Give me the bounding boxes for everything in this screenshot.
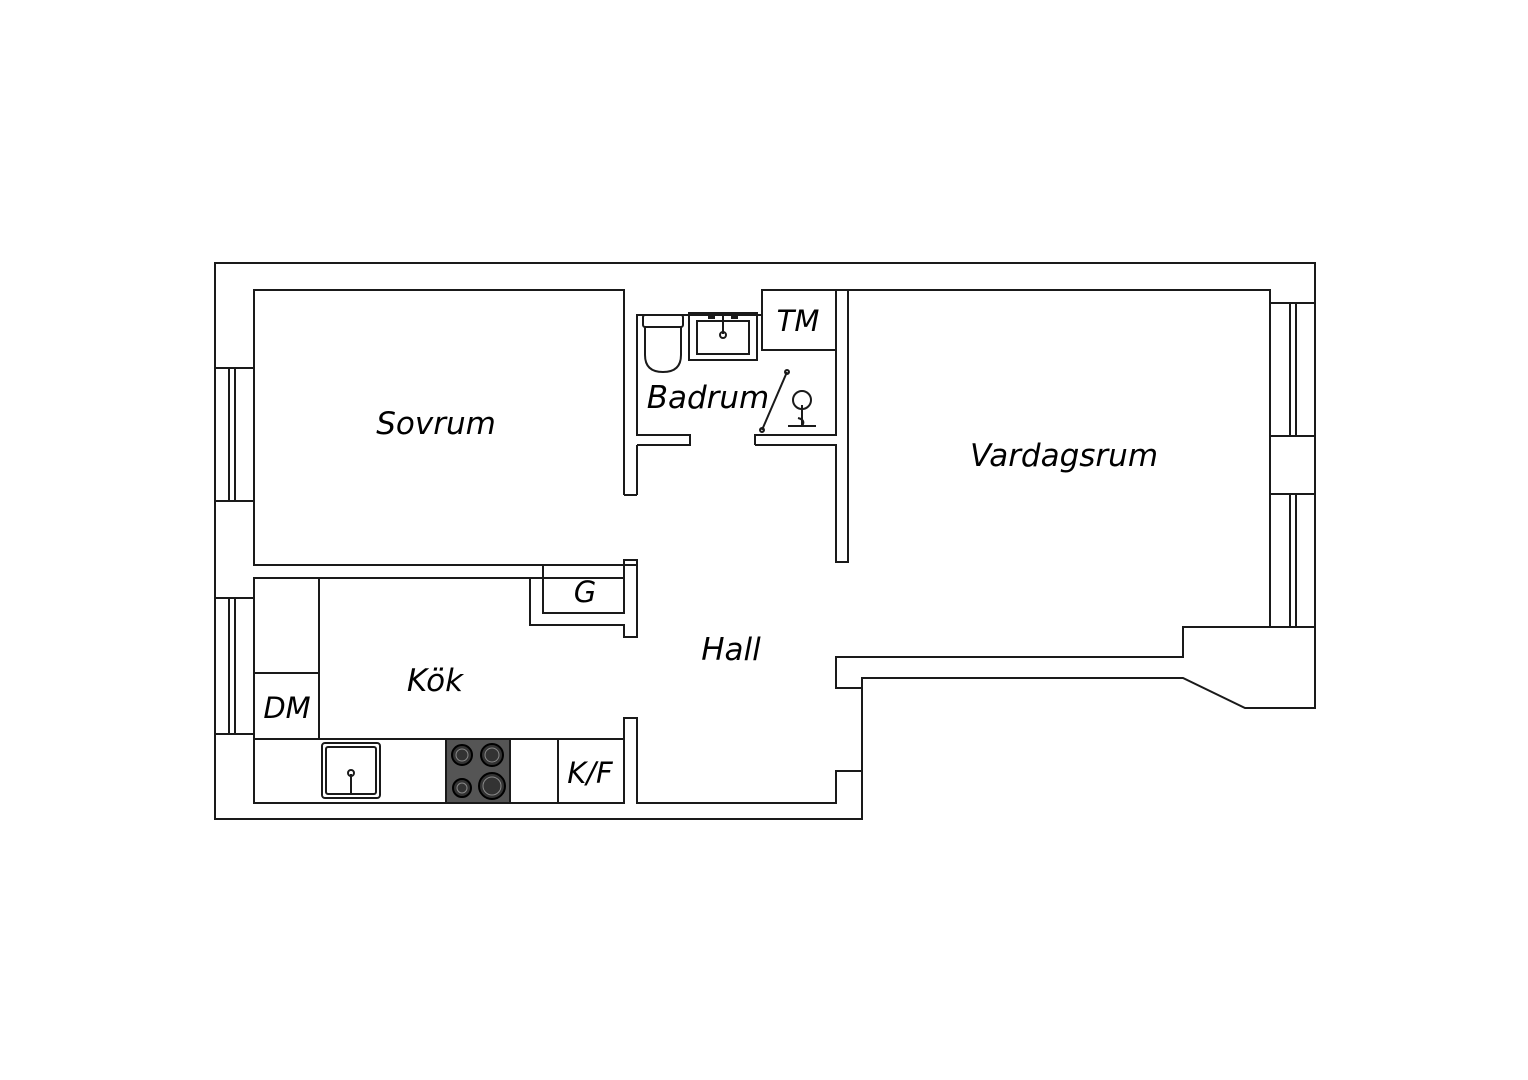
sink-icon bbox=[688, 312, 758, 361]
g-box bbox=[542, 564, 625, 614]
room-label-hall: Hall bbox=[701, 632, 761, 668]
kok-wall bbox=[529, 559, 638, 638]
stove-icon bbox=[445, 738, 511, 804]
window-icon bbox=[1269, 493, 1316, 628]
fixture-label-kf: K/F bbox=[567, 756, 614, 790]
window-icon bbox=[214, 597, 255, 735]
shower-icon bbox=[759, 369, 816, 433]
toilet-icon bbox=[642, 314, 684, 374]
tm-box bbox=[761, 289, 837, 351]
room-label-sovrum: Sovrum bbox=[376, 406, 496, 442]
room-label-badrum: Badrum bbox=[647, 380, 770, 416]
kitchen-sink-icon bbox=[321, 742, 381, 799]
room-label-kok: Kök bbox=[407, 663, 464, 699]
fixture-label-dm: DM bbox=[263, 691, 310, 725]
room-label-vardagsrum: Vardagsrum bbox=[970, 438, 1158, 474]
fixture-label-g: G bbox=[574, 575, 596, 609]
window-icon bbox=[214, 367, 255, 502]
window-icon bbox=[1269, 302, 1316, 437]
vardagsrum-wall bbox=[835, 289, 1271, 689]
fixture-label-tm: TM bbox=[777, 304, 820, 338]
outer-wall bbox=[214, 262, 1316, 820]
